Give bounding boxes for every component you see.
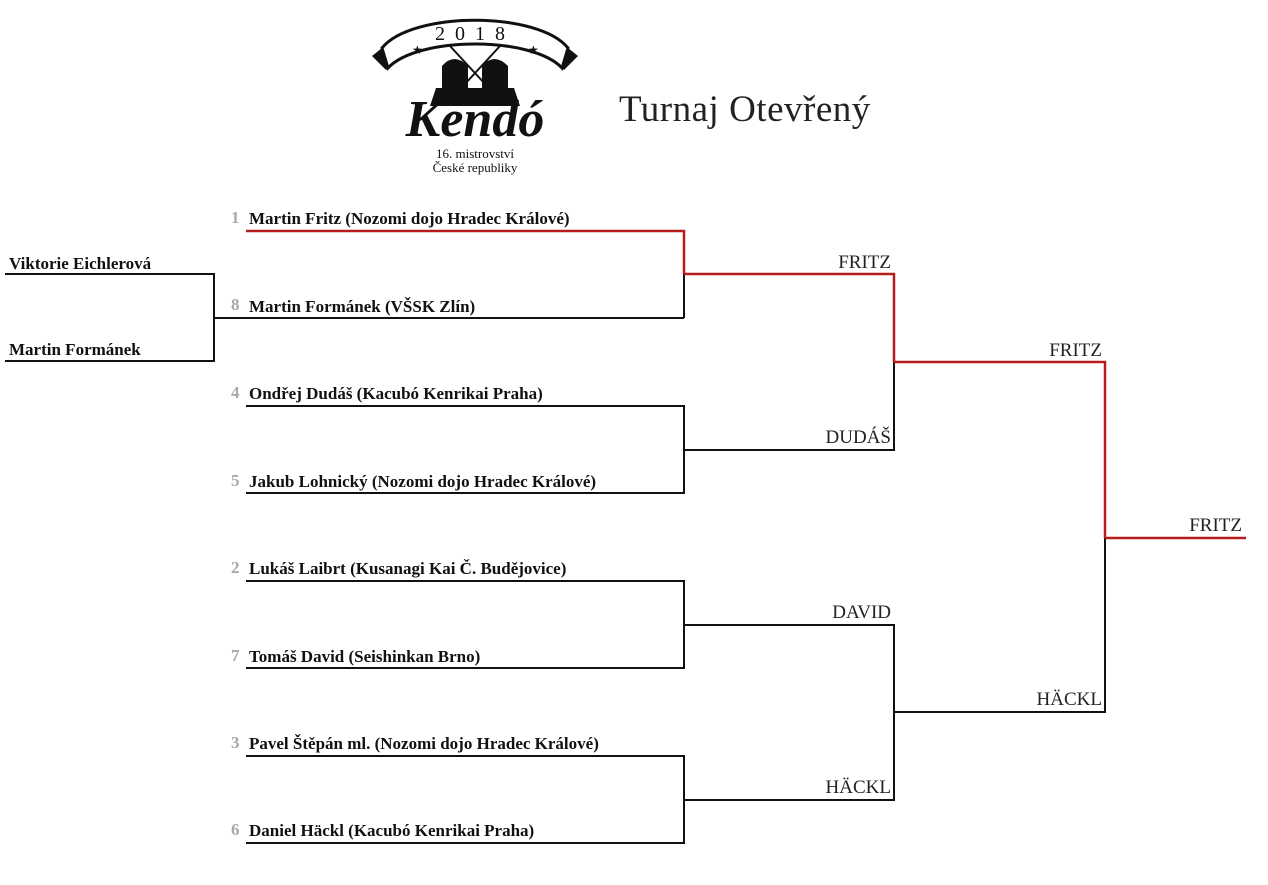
seed-number: 6 (231, 820, 240, 839)
qf-line-hackl (684, 712, 895, 801)
winner-path-qf (684, 272, 896, 362)
winner-path-r1 (246, 229, 686, 274)
sf-winner-1: FRITZ (1049, 340, 1102, 361)
round1-player: Martin Fritz (Nozomi dojo Hradec Králové… (249, 209, 570, 228)
sf-line-hackl (894, 538, 1106, 713)
qf-winner-2: DUDÁŠ (825, 427, 891, 448)
r1-line-6 (246, 800, 685, 844)
r1-line-5 (246, 450, 685, 494)
logo-year-text: 2018 (435, 23, 515, 45)
champion-name: FRITZ (1189, 515, 1242, 536)
winner-path-sf (894, 360, 1107, 538)
qf-winner-1: FRITZ (838, 252, 891, 273)
logo-line2-text: České republiky (433, 160, 518, 175)
round1-player: Ondřej Dudáš (Kacubó Kenrikai Praha) (249, 384, 543, 403)
tournament-title: Turnaj Otevřený (619, 89, 871, 130)
round1-player: Lukáš Laibrt (Kusanagi Kai Č. Budějovice… (249, 559, 567, 578)
round1-player: Martin Formánek (VŠSK Zlín) (249, 297, 476, 316)
seed-number: 8 (231, 295, 240, 314)
logo-line1-text: 16. mistrovství (436, 146, 514, 161)
logo-word-text: Kendó (405, 91, 545, 148)
round1-player: Pavel Štěpán ml. (Nozomi dojo Hradec Krá… (249, 734, 599, 753)
r1-line-3 (246, 755, 685, 800)
seed-number: 5 (231, 471, 240, 490)
sf-winner-2: HÄCKL (1036, 689, 1102, 710)
qf-winner-3: DAVID (832, 602, 891, 623)
round1-player: Daniel Häckl (Kacubó Kenrikai Praha) (249, 821, 535, 840)
qf-line-david (684, 624, 895, 712)
prelim-line-bottom (5, 318, 215, 362)
seed-number: 3 (231, 733, 240, 752)
round1-player: Tomáš David (Seishinkan Brno) (249, 647, 481, 666)
seed-number: 2 (231, 558, 240, 577)
seed-number: 7 (231, 646, 240, 665)
round1-player: Jakub Lohnický (Nozomi dojo Hradec Králo… (249, 472, 597, 491)
svg-text:★: ★ (528, 43, 539, 57)
kendo-championship-logo: 2018 ★ ★ Kendó 16. mistrovství České rep… (372, 18, 578, 175)
prelim-player-1: Viktorie Eichlerová (9, 254, 152, 273)
svg-text:★: ★ (412, 43, 423, 57)
prelim-line-top (5, 273, 215, 318)
seed-number: 4 (231, 383, 240, 402)
prelim-player-2: Martin Formánek (9, 340, 141, 359)
qf-winner-4: HÄCKL (825, 777, 891, 798)
qf-line-dudas (684, 362, 895, 451)
r1-line-2 (246, 580, 685, 625)
r1-line-4 (246, 405, 685, 450)
r1-line-7 (246, 625, 685, 669)
seed-number: 1 (231, 208, 240, 227)
